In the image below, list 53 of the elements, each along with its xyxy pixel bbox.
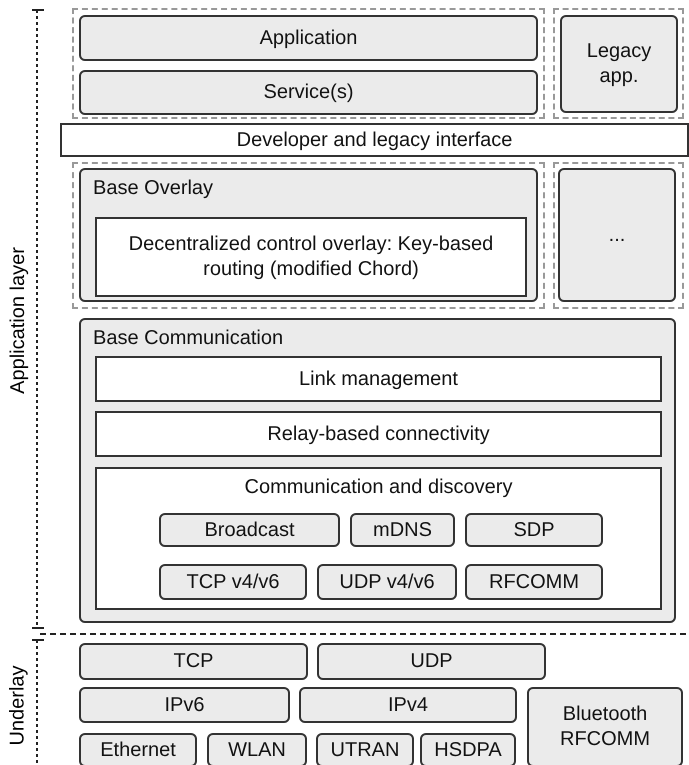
layer-box: [79, 687, 290, 723]
layer-box: [316, 733, 414, 765]
layer-box: [558, 168, 676, 302]
layer-label: Legacy app.: [586, 39, 652, 89]
layer-label: TCP: [174, 649, 214, 674]
layer-box: [95, 411, 662, 457]
layer-heading: Base Communication: [93, 326, 284, 351]
layer-heading: Base Overlay: [93, 176, 214, 201]
layer-box: [60, 123, 689, 157]
layer-label: UDP v4/v6: [339, 570, 435, 594]
layer-box: [527, 687, 683, 765]
layer-box: [79, 318, 676, 623]
layer-label: IPv6: [164, 692, 205, 718]
layer-label: Decentralized control overlay: Key-based routing (modified Chord): [128, 232, 494, 282]
layer-label: UTRAN: [330, 738, 400, 762]
layer-label: Bluetooth RFCOMM: [559, 702, 651, 752]
layer-box: [95, 467, 662, 610]
layer-box: [317, 643, 546, 680]
layer-box: [95, 217, 527, 297]
layer-label: HSDPA: [434, 738, 502, 762]
layer-label: Link management: [299, 366, 458, 392]
layer-box: [299, 687, 517, 723]
layer-label: Ethernet: [100, 738, 176, 762]
layer-label: ...: [608, 222, 626, 248]
layer-box: [465, 564, 603, 600]
layer-label: Broadcast: [204, 518, 295, 542]
layer-box: [159, 564, 307, 600]
layer-label: Service(s): [263, 80, 354, 105]
layer-heading: Communication and discovery: [244, 475, 512, 500]
layer-label: RFCOMM: [489, 570, 579, 594]
layer-label: Relay-based connectivity: [267, 422, 490, 446]
layer-label: WLAN: [228, 738, 286, 762]
layer-box: [420, 733, 516, 765]
layer-axis-label: Application layer: [6, 246, 30, 394]
layer-box: [207, 733, 307, 765]
layer-box: [79, 70, 538, 115]
layer-label: Developer and legacy interface: [236, 128, 512, 152]
layer-axis-label: Underlay: [6, 664, 30, 746]
layer-label: Application: [260, 26, 358, 50]
layer-box: [79, 733, 197, 765]
layer-box: [79, 15, 538, 61]
layer-box: [79, 643, 308, 680]
layer-box: [350, 513, 455, 547]
layer-label: TCP v4/v6: [186, 570, 280, 594]
layer-box: [95, 356, 662, 402]
layer-box: [317, 564, 457, 600]
layer-label: UDP: [410, 649, 453, 674]
layer-box: [159, 513, 340, 547]
layer-box: [560, 15, 678, 113]
layer-label: IPv4: [388, 692, 428, 718]
layer-box: [465, 513, 603, 547]
layer-label: mDNS: [373, 518, 432, 542]
layer-label: SDP: [513, 518, 555, 542]
